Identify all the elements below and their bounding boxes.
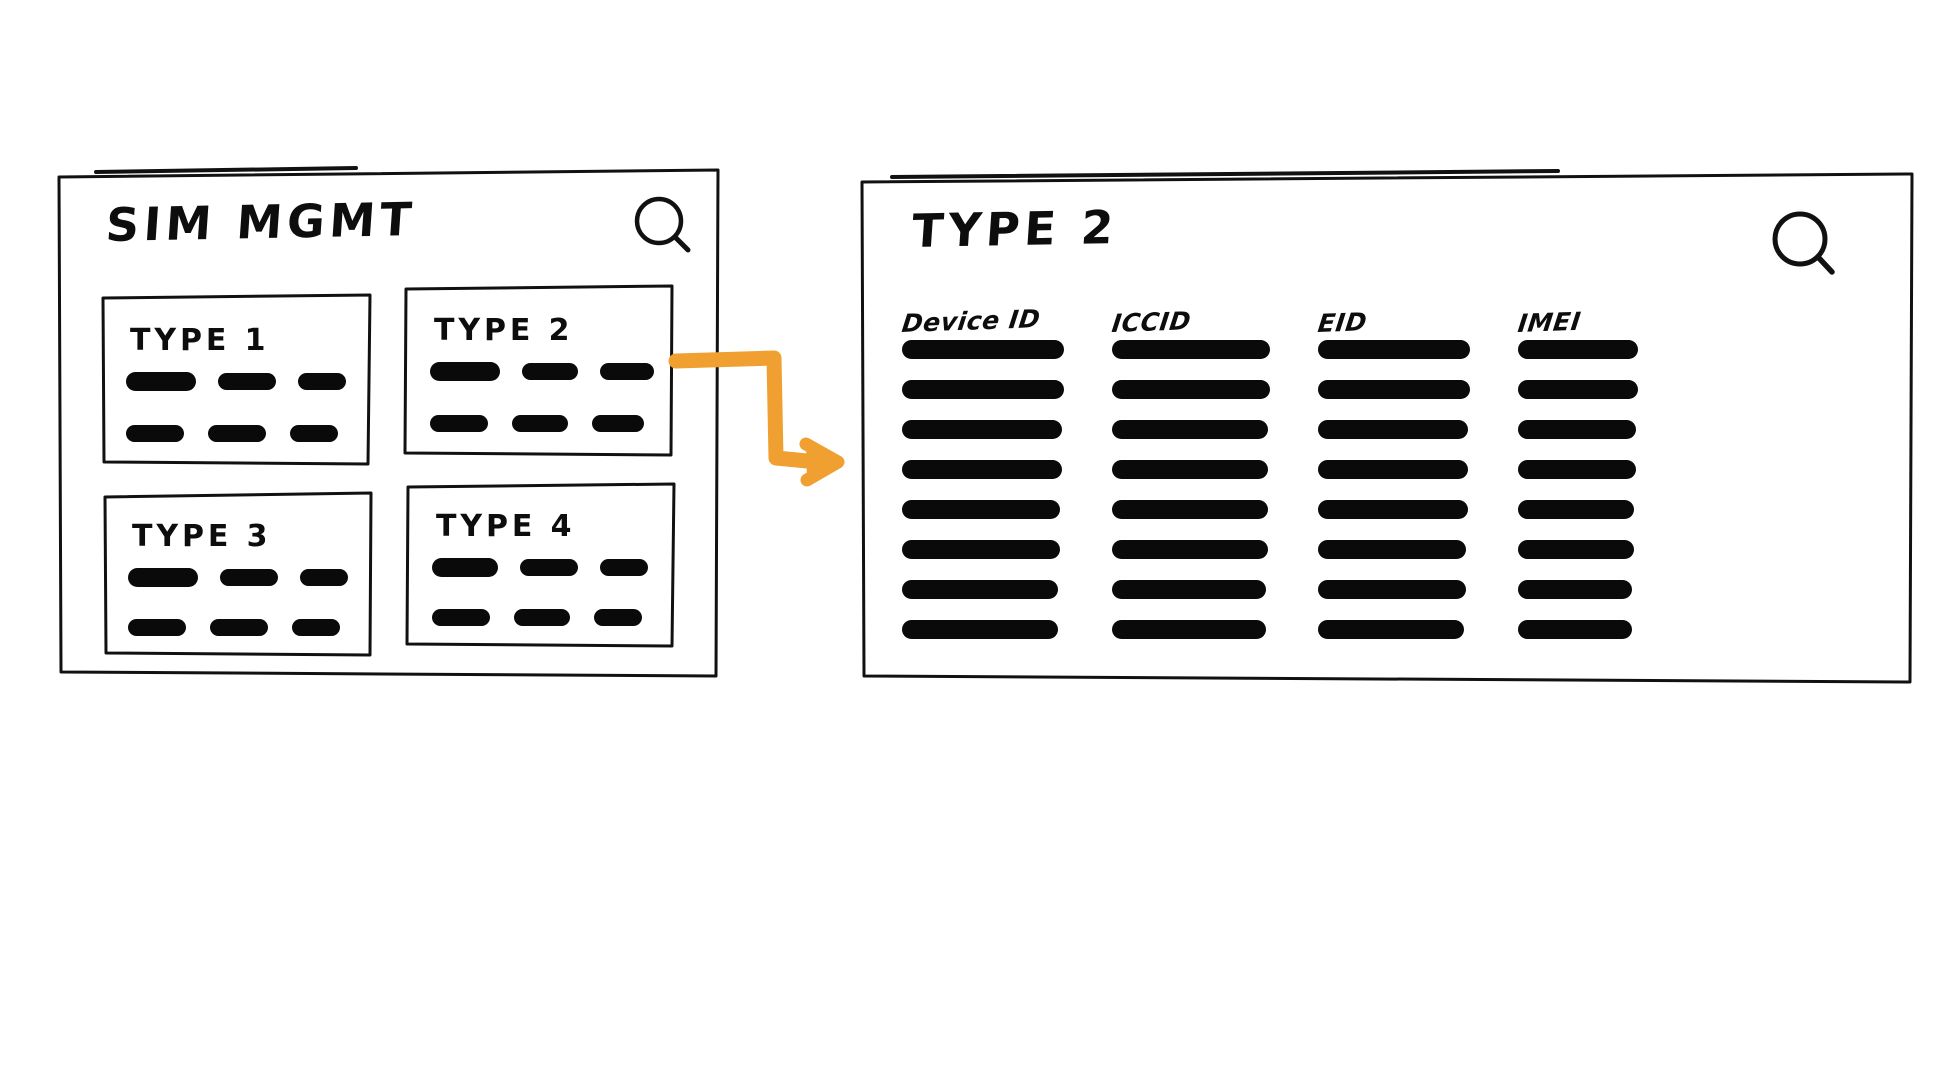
- card-bar-row: [430, 415, 654, 432]
- placeholder-bar: [594, 609, 642, 626]
- card-bar-row: [432, 558, 648, 577]
- placeholder-bar: [290, 425, 338, 442]
- card-label: TYPE 1: [130, 323, 270, 358]
- table-column-header: Device ID: [900, 294, 1064, 340]
- placeholder-bar: [126, 372, 196, 391]
- card-label: TYPE 2: [434, 313, 574, 348]
- table-column-header: EID: [1316, 294, 1470, 340]
- type-detail-panel: TYPE 2 Device ID: [858, 168, 1916, 688]
- table-cell: [1112, 540, 1268, 559]
- table-cell: [902, 340, 1064, 359]
- table-cell: [1518, 540, 1634, 559]
- placeholder-bar: [298, 373, 346, 390]
- table-cell: [1518, 380, 1638, 399]
- placeholder-bar: [600, 559, 648, 576]
- type-card[interactable]: TYPE 1: [100, 292, 372, 468]
- table-column: Device ID: [900, 294, 1064, 639]
- table-cell: [1318, 460, 1468, 479]
- placeholder-bar: [522, 363, 578, 380]
- device-table: Device ID ICCID: [900, 294, 1638, 639]
- table-column: ICCID: [1110, 294, 1270, 639]
- placeholder-bar: [430, 415, 488, 432]
- placeholder-bar: [220, 569, 278, 586]
- table-column-header: ICCID: [1110, 294, 1270, 340]
- table-cell: [1112, 500, 1268, 519]
- table-cell: [902, 380, 1064, 399]
- placeholder-bar: [292, 619, 340, 636]
- placeholder-bar: [432, 609, 490, 626]
- table-cell: [902, 540, 1060, 559]
- table-cell: [902, 460, 1062, 479]
- placeholder-bar: [210, 619, 268, 636]
- placeholder-bar: [300, 569, 348, 586]
- right-panel-title: TYPE 2: [910, 200, 1120, 258]
- card-bar-row: [126, 372, 346, 391]
- column-header-label: EID: [1316, 307, 1369, 338]
- table-cell: [1518, 340, 1638, 359]
- card-label: TYPE 4: [436, 509, 576, 544]
- table-cell: [1112, 380, 1270, 399]
- card-bar-row: [432, 609, 648, 626]
- table-cell: [1518, 460, 1636, 479]
- table-cell: [902, 420, 1062, 439]
- type-card[interactable]: TYPE 3: [102, 490, 374, 658]
- table-cell: [1112, 460, 1268, 479]
- card-bar-row: [126, 425, 346, 442]
- table-cell: [1318, 580, 1466, 599]
- left-panel-title: SIM MGMT: [104, 192, 418, 252]
- placeholder-bar: [432, 558, 498, 577]
- table-cell: [1112, 420, 1268, 439]
- card-label: TYPE 3: [132, 519, 272, 554]
- table-cell: [1518, 580, 1632, 599]
- table-cell: [1318, 340, 1470, 359]
- column-header-label: IMEI: [1516, 306, 1583, 338]
- placeholder-bar: [514, 609, 570, 626]
- table-cell: [1318, 620, 1464, 639]
- table-cell: [1318, 540, 1466, 559]
- table-cell: [1112, 340, 1270, 359]
- column-header-label: Device ID: [900, 304, 1043, 338]
- table-cell: [1318, 500, 1468, 519]
- table-cell: [1318, 380, 1470, 399]
- table-column: EID: [1316, 294, 1470, 639]
- placeholder-bar: [592, 415, 644, 432]
- table-column: IMEI: [1516, 294, 1638, 639]
- table-cell: [902, 500, 1060, 519]
- table-cell: [1112, 620, 1266, 639]
- placeholder-bar: [430, 362, 500, 381]
- type-card[interactable]: TYPE 4: [404, 482, 676, 650]
- placeholder-bar: [128, 619, 186, 636]
- placeholder-bar: [520, 559, 578, 576]
- column-header-label: ICCID: [1110, 306, 1193, 338]
- search-icon[interactable]: [628, 192, 700, 264]
- card-bar-row: [128, 619, 348, 636]
- card-bar-row: [128, 568, 348, 587]
- placeholder-bar: [600, 363, 654, 380]
- table-cell: [1518, 500, 1634, 519]
- table-cell: [902, 620, 1058, 639]
- placeholder-bar: [218, 373, 276, 390]
- table-cell: [1112, 580, 1266, 599]
- table-column-header: IMEI: [1516, 294, 1638, 340]
- placeholder-bar: [126, 425, 184, 442]
- card-bar-row: [430, 362, 654, 381]
- table-cell: [1318, 420, 1468, 439]
- type-card[interactable]: TYPE 2: [402, 284, 674, 460]
- placeholder-bar: [208, 425, 266, 442]
- search-icon[interactable]: [1766, 208, 1846, 288]
- placeholder-bar: [512, 415, 568, 432]
- sim-management-panel: SIM MGMT TYPE 1: [56, 164, 720, 682]
- table-cell: [1518, 420, 1636, 439]
- table-cell: [1518, 620, 1632, 639]
- table-cell: [902, 580, 1058, 599]
- placeholder-bar: [128, 568, 198, 587]
